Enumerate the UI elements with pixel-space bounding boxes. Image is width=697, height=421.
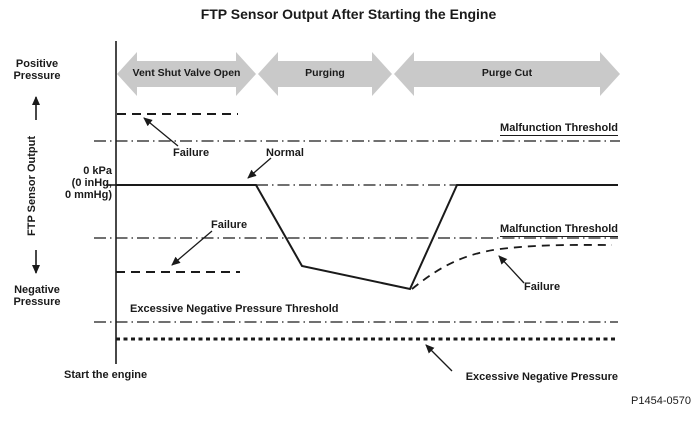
failure-trace-purge-cut (411, 244, 613, 290)
part-number: P1454-0570 (631, 395, 691, 407)
phase-banner-purging (258, 52, 392, 96)
malfunction-threshold-lower-label: Malfunction Threshold (500, 223, 618, 237)
failure-mid-pointer-arrow (171, 230, 213, 266)
excessive-negative-pressure-label: Excessive Negative Pressure (465, 371, 618, 383)
start-engine-label: Start the engine (64, 369, 148, 381)
phase-banner-vent-shut-valve-open (117, 52, 256, 96)
phase-label-purge-cut: Purge Cut (481, 67, 533, 79)
normal-trace (116, 184, 618, 291)
zero-kpa-label: 0 kPa (0 inHg, 0 mmHg) (64, 165, 112, 201)
negative-pressure-label: Negative Pressure (13, 284, 61, 308)
phase-banner-purge-cut (394, 52, 620, 96)
figure-title: FTP Sensor Output After Starting the Eng… (200, 6, 497, 22)
failure-mid-label: Failure (211, 219, 248, 231)
excessive-negative-pointer-arrow (425, 344, 453, 372)
normal-label: Normal (266, 147, 304, 159)
phase-label-vent-shut-valve-open: Vent Shut Valve Open (132, 67, 241, 79)
failure-top-label: Failure (173, 147, 210, 159)
y-axis-label: FTP Sensor Output (26, 135, 38, 237)
phase-label-purging: Purging (305, 67, 345, 79)
malfunction-threshold-upper-label: Malfunction Threshold (500, 122, 618, 136)
failure-top-pointer-arrow (143, 117, 179, 147)
excessive-negative-threshold-label: Excessive Negative Pressure Threshold (130, 303, 339, 315)
failure-right-label: Failure (524, 281, 561, 293)
normal-pointer-arrow (247, 157, 272, 179)
positive-pressure-label: Positive Pressure (13, 58, 61, 82)
failure-right-pointer-arrow (498, 255, 525, 284)
